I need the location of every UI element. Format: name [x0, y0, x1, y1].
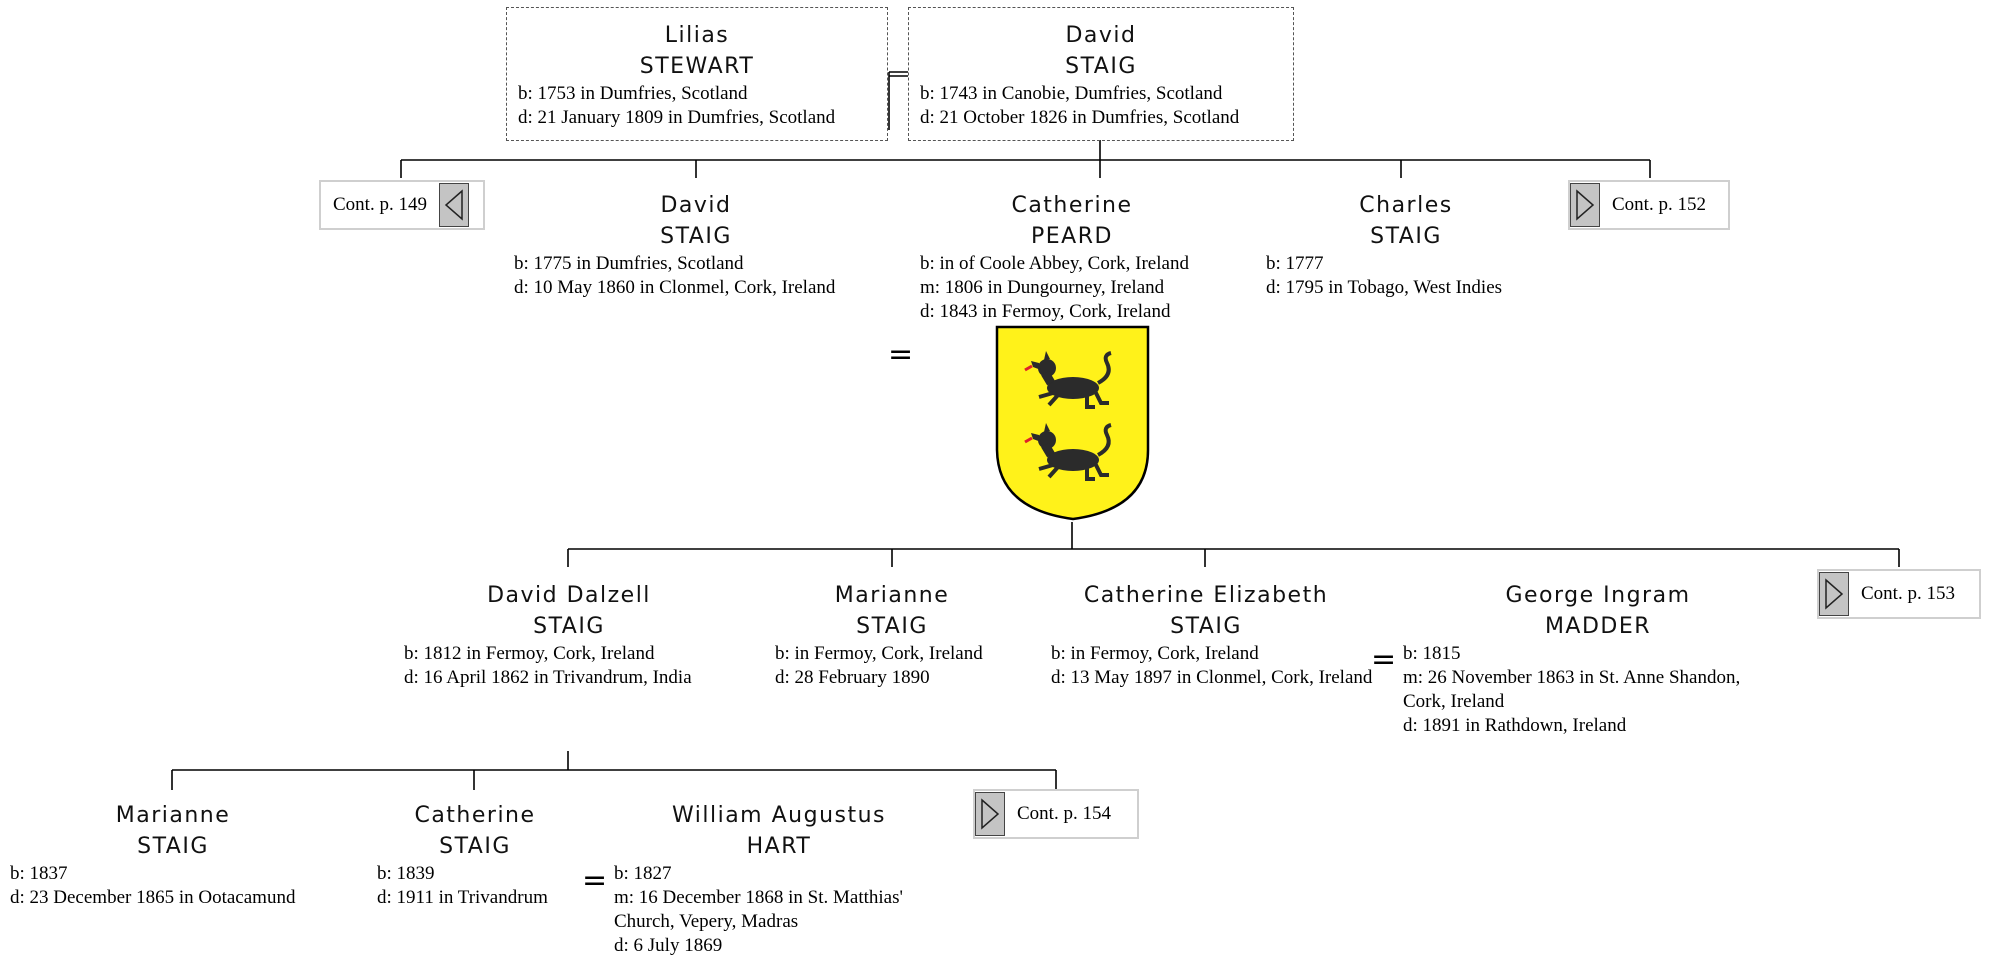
last-name: STAIG — [856, 614, 928, 639]
last-name: MADDER — [1544, 614, 1652, 639]
last-name: STEWART — [639, 54, 755, 79]
marriage-symbol: = — [888, 337, 914, 372]
birth-info: b: 1837 — [10, 863, 68, 884]
first-name: Marianne — [115, 803, 231, 828]
continuation-link-p153[interactable]: Cont. p. 153 — [1817, 569, 1981, 619]
last-name: STAIG — [660, 224, 732, 249]
right-triangle-icon — [1570, 183, 1600, 227]
person-david-staig[interactable]: David STAIG b: 1775 in Dumfries, Scotlan… — [514, 190, 878, 300]
continuation-link-p152[interactable]: Cont. p. 152 — [1568, 180, 1730, 230]
birth-info: b: 1812 in Fermoy, Cork, Ireland — [404, 643, 655, 664]
death-info: d: 1795 in Tobago, West Indies — [1266, 277, 1503, 298]
last-name: STAIG — [137, 834, 209, 859]
marriage-info-cont: Church, Vepery, Madras — [614, 911, 799, 932]
first-name: George Ingram — [1505, 583, 1691, 608]
first-name: Lilias — [664, 23, 730, 48]
death-info: d: 23 December 1865 in Ootacamund — [10, 887, 296, 908]
first-name: Catherine — [1011, 193, 1133, 218]
person-william-augustus-hart[interactable]: William Augustus HART b: 1827 m: 16 Dece… — [614, 800, 944, 958]
left-triangle-icon — [438, 183, 469, 227]
death-info: d: 1911 in Trivandrum — [377, 887, 548, 908]
continuation-link-p154[interactable]: Cont. p. 154 — [973, 789, 1139, 839]
last-name: STAIG — [1170, 614, 1242, 639]
death-info: d: 1891 in Rathdown, Ireland — [1403, 715, 1627, 736]
last-name: STAIG — [439, 834, 511, 859]
continuation-label: Cont. p. 149 — [333, 194, 427, 215]
marriage-info-cont: Cork, Ireland — [1403, 691, 1505, 712]
continuation-link-p149[interactable]: Cont. p. 149 — [319, 180, 485, 230]
death-info: d: 1843 in Fermoy, Cork, Ireland — [920, 301, 1171, 322]
person-catherine-peard[interactable]: Catherine PEARD b: in of Coole Abbey, Co… — [920, 190, 1224, 324]
marriage-symbol: = — [1371, 642, 1397, 677]
marriage-symbol: = — [582, 863, 608, 898]
person-marianne-staig[interactable]: Marianne STAIG b: in Fermoy, Cork, Irela… — [775, 580, 1009, 690]
last-name: STAIG — [533, 614, 605, 639]
person-marianne-staig-2[interactable]: Marianne STAIG b: 1837 d: 23 December 18… — [10, 800, 336, 910]
marriage-info: m: 1806 in Dungourney, Ireland — [920, 277, 1165, 298]
last-name: STAIG — [1370, 224, 1442, 249]
person-charles-staig[interactable]: Charles STAIG b: 1777 d: 1795 in Tobago,… — [1266, 190, 1546, 300]
person-catherine-staig[interactable]: Catherine STAIG b: 1839 d: 1911 in Triva… — [377, 800, 573, 910]
person-box-david-staig-sr[interactable] — [908, 7, 1294, 141]
birth-info: b: in Fermoy, Cork, Ireland — [1051, 643, 1259, 664]
death-info: d: 21 January 1809 in Dumfries, Scotland — [518, 107, 836, 128]
first-name: David Dalzell — [487, 583, 651, 608]
birth-info: b: in of Coole Abbey, Cork, Ireland — [920, 253, 1189, 274]
person-catherine-elizabeth-staig[interactable]: Catherine Elizabeth STAIG b: in Fermoy, … — [1051, 580, 1373, 690]
first-name: Marianne — [834, 583, 950, 608]
continuation-label: Cont. p. 154 — [1017, 803, 1111, 824]
birth-info: b: in Fermoy, Cork, Ireland — [775, 643, 983, 664]
death-info: d: 28 February 1890 — [775, 667, 930, 688]
death-info: d: 10 May 1860 in Clonmel, Cork, Ireland — [514, 277, 836, 298]
marriage-info: m: 16 December 1868 in St. Matthias' — [614, 887, 903, 908]
birth-info: b: 1775 in Dumfries, Scotland — [514, 253, 744, 274]
death-info: d: 6 July 1869 — [614, 935, 723, 956]
last-name: HART — [746, 834, 812, 859]
person-lilias-stewart[interactable]: Lilias STEWART b: 1753 in Dumfries, Scot… — [506, 20, 888, 130]
last-name: STAIG — [1065, 54, 1137, 79]
birth-info: b: 1839 — [377, 863, 435, 884]
person-david-staig-sr[interactable]: David STAIG b: 1743 in Canobie, Dumfries… — [908, 20, 1294, 130]
first-name: David — [1065, 23, 1137, 48]
death-info: d: 21 October 1826 in Dumfries, Scotland — [920, 107, 1240, 128]
coat-of-arms-icon — [995, 325, 1150, 521]
last-name: PEARD — [1031, 224, 1113, 249]
birth-info: b: 1753 in Dumfries, Scotland — [518, 83, 748, 104]
continuation-label: Cont. p. 152 — [1612, 194, 1706, 215]
marriage-info: m: 26 November 1863 in St. Anne Shandon, — [1403, 667, 1741, 688]
continuation-label: Cont. p. 153 — [1861, 583, 1955, 604]
death-info: d: 16 April 1862 in Trivandrum, India — [404, 667, 692, 688]
first-name: William Augustus — [671, 803, 887, 828]
first-name: Catherine — [414, 803, 536, 828]
birth-info: b: 1815 — [1403, 643, 1461, 664]
beast-icon — [1024, 351, 1112, 409]
first-name: Charles — [1359, 193, 1453, 218]
first-name: David — [660, 193, 732, 218]
birth-info: b: 1743 in Canobie, Dumfries, Scotland — [920, 83, 1223, 104]
right-triangle-icon — [975, 792, 1005, 836]
right-triangle-icon — [1819, 572, 1849, 616]
birth-info: b: 1827 — [614, 863, 672, 884]
first-name: Catherine Elizabeth — [1083, 583, 1329, 608]
person-david-dalzell-staig[interactable]: David Dalzell STAIG b: 1812 in Fermoy, C… — [404, 580, 734, 690]
person-george-ingram-madder[interactable]: George Ingram MADDER b: 1815 m: 26 Novem… — [1403, 580, 1793, 738]
death-info: d: 13 May 1897 in Clonmel, Cork, Ireland — [1051, 667, 1373, 688]
person-box-lilias-stewart[interactable] — [506, 7, 888, 141]
birth-info: b: 1777 — [1266, 253, 1324, 274]
